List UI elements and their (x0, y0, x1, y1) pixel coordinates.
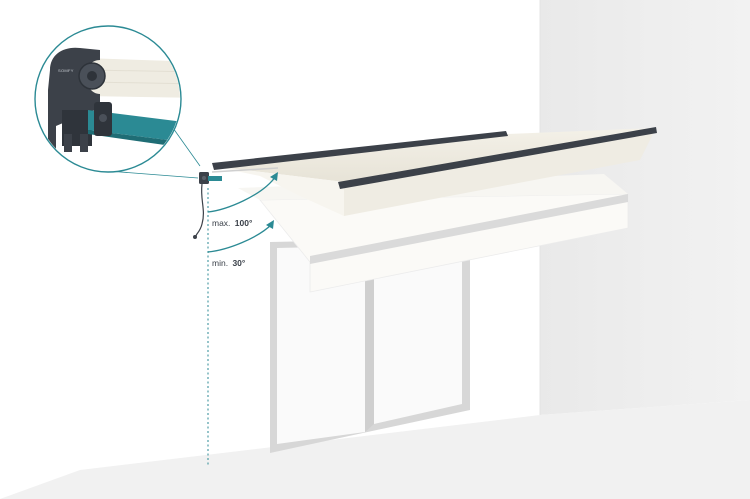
front-bar (338, 127, 657, 189)
motor-bracket-icon (199, 172, 222, 184)
awning-min-position (238, 174, 629, 293)
detail-inset: SOMFY (34, 25, 182, 173)
floor (0, 400, 750, 499)
min-angle-label: min. 30° (212, 258, 246, 268)
power-cable-icon (195, 183, 205, 237)
angle-arc-icon (207, 223, 273, 253)
awning-max-position (211, 127, 657, 216)
max-angle-label: max. 100° (212, 218, 253, 228)
side-wall (540, 0, 750, 415)
angle-arc-icon (207, 175, 277, 213)
window (270, 238, 470, 453)
cassette-bar (212, 131, 508, 170)
brand-text: SOMFY (58, 68, 74, 73)
